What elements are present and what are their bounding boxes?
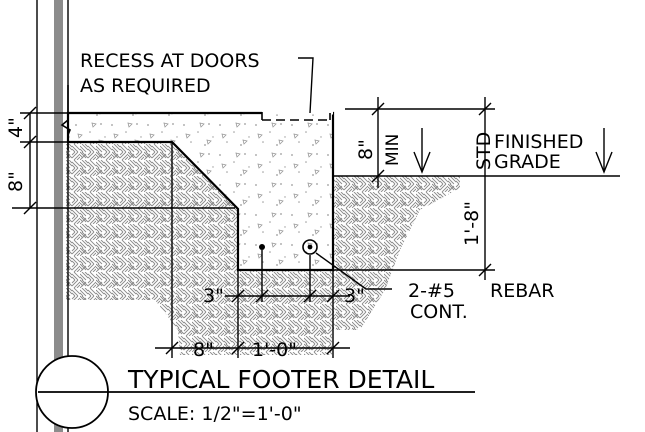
recess-note-line2: AS REQUIRED <box>80 75 211 97</box>
finished-grade-line2: GRADE <box>494 151 561 173</box>
rebar-note-line1: 2-#5 <box>408 280 455 302</box>
rebar-word: REBAR <box>490 280 554 302</box>
finished-grade-line1: FINISHED <box>494 131 583 153</box>
dim-left-depth: 8" <box>5 171 27 192</box>
rebar-note-line2: CONT. <box>410 301 468 323</box>
rebar-symbols <box>259 239 318 255</box>
dimension-labels: 4" 8" 8" MIN 1'-8" 3" 3" 8" 1'-0" <box>5 117 483 361</box>
recess-note-line1: RECESS AT DOORS <box>80 50 260 72</box>
right-vertical-dims <box>333 97 495 280</box>
left-vertical-dims <box>12 106 235 215</box>
leaders <box>298 57 392 290</box>
dim-right-cover: 3" <box>344 285 365 307</box>
concrete-footing <box>66 111 335 272</box>
dim-left-cover: 3" <box>203 285 224 307</box>
break-mark <box>60 85 71 150</box>
bottom-dims <box>155 142 350 358</box>
grade-arrows <box>413 128 613 174</box>
dim-total-depth: 1'-8" <box>461 201 483 246</box>
dim-slab-thickness: 4" <box>5 117 27 138</box>
dim-min-label: MIN <box>383 134 403 166</box>
title-block: TYPICAL FOOTER DETAIL SCALE: 1/2"=1'-0" <box>35 355 475 429</box>
dim-min-depth: 8" <box>355 139 377 160</box>
dim-footing-width: 1'-0" <box>252 339 297 361</box>
earth-hatch <box>66 142 460 355</box>
dim-footing-offset: 8" <box>193 339 214 361</box>
std-label: STD <box>473 132 495 170</box>
detail-title: TYPICAL FOOTER DETAIL <box>127 365 434 394</box>
notes: RECESS AT DOORS AS REQUIRED STD FINISHED… <box>80 50 583 323</box>
detail-scale: SCALE: 1/2"=1'-0" <box>128 403 302 425</box>
